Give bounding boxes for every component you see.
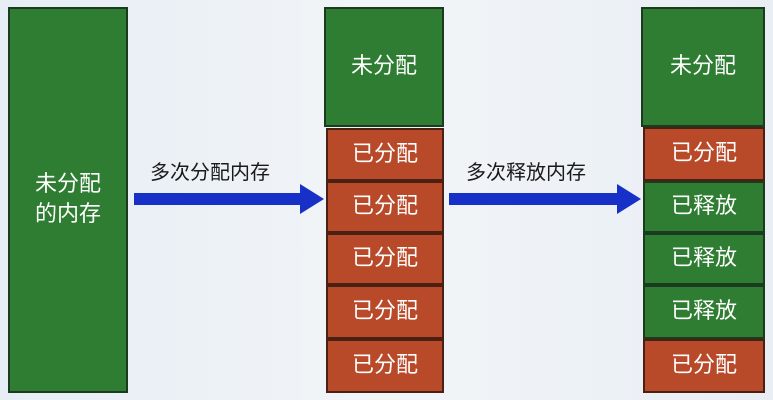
middle-block-5-label: 已分配 xyxy=(351,353,418,379)
right-block-2-label: 已释放 xyxy=(670,194,737,220)
middle-block-2: 已分配 xyxy=(326,181,444,233)
right-unallocated-label: 未分配 xyxy=(669,54,736,80)
middle-unallocated-label: 未分配 xyxy=(350,54,417,80)
step1-arrow-icon xyxy=(134,184,324,214)
right-block-5: 已分配 xyxy=(643,339,765,393)
right-block-2: 已释放 xyxy=(643,181,765,233)
right-block-4-label: 已释放 xyxy=(670,299,737,325)
middle-block-4-label: 已分配 xyxy=(351,299,418,325)
middle-block-3-label: 已分配 xyxy=(351,246,418,272)
middle-block-5: 已分配 xyxy=(326,339,444,393)
right-block-1: 已分配 xyxy=(643,127,765,181)
right-block-3: 已释放 xyxy=(643,233,765,285)
middle-block-4: 已分配 xyxy=(326,285,444,339)
step2-arrow-icon xyxy=(449,184,641,214)
right-block-1-label: 已分配 xyxy=(670,141,737,167)
step2-label: 多次释放内存 xyxy=(466,160,586,184)
right-block-5-label: 已分配 xyxy=(670,353,737,379)
unallocated-label-line2: 的内存 xyxy=(34,202,101,227)
right-block-4: 已释放 xyxy=(643,285,765,339)
unallocated-memory-block: 未分配 的内存 xyxy=(8,7,128,393)
step1-label: 多次分配内存 xyxy=(150,160,270,184)
right-unallocated-block: 未分配 xyxy=(641,7,765,127)
middle-block-1-label: 已分配 xyxy=(351,141,418,167)
middle-block-3: 已分配 xyxy=(326,233,444,285)
middle-block-2-label: 已分配 xyxy=(351,194,418,220)
middle-block-1: 已分配 xyxy=(326,128,444,181)
unallocated-label-line1: 未分配 xyxy=(34,172,101,198)
right-block-3-label: 已释放 xyxy=(670,246,737,272)
middle-unallocated-block: 未分配 xyxy=(324,7,444,127)
